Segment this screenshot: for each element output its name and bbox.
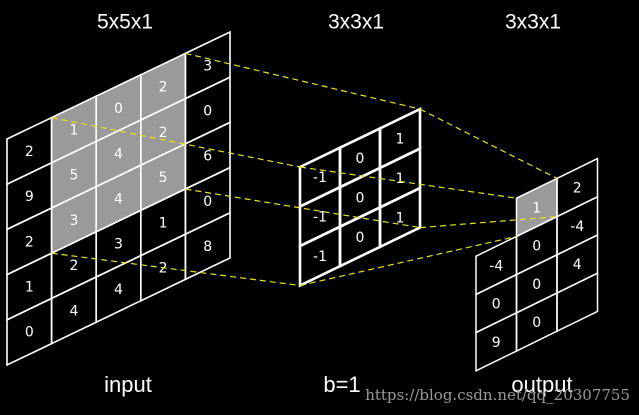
cell-value: 0 bbox=[203, 194, 212, 210]
cell-value: 0 bbox=[492, 297, 501, 313]
cell-value: 3 bbox=[69, 213, 78, 229]
cell-value: 1 bbox=[159, 215, 168, 231]
dashed-connector-line bbox=[185, 188, 421, 229]
cell-value: 9 bbox=[25, 189, 34, 205]
cell-value: -4 bbox=[489, 258, 503, 274]
cell-value: 2 bbox=[25, 144, 34, 160]
kernel-size-title: 3x3x1 bbox=[328, 11, 384, 34]
dashed-connector-line bbox=[419, 108, 558, 179]
cell-value: 1 bbox=[532, 200, 541, 216]
cell-value: -1 bbox=[313, 249, 327, 265]
cell-value: -1 bbox=[313, 170, 327, 186]
cell-value: 1 bbox=[396, 132, 405, 148]
cell-value: 2 bbox=[69, 258, 78, 274]
cell-value: 3 bbox=[203, 58, 212, 74]
dashed-connector-line bbox=[51, 252, 301, 287]
dashed-connector-line bbox=[51, 117, 301, 168]
cell-value: 8 bbox=[203, 239, 212, 255]
cell-value: 0 bbox=[114, 101, 123, 117]
cell-value: 4 bbox=[573, 257, 582, 273]
input-label: input bbox=[104, 372, 152, 397]
dashed-connector-line bbox=[185, 52, 421, 110]
output-highlight-cell bbox=[516, 178, 557, 237]
cell-value: -1 bbox=[313, 210, 327, 226]
cell-value: 5 bbox=[159, 170, 168, 186]
highlight-region bbox=[51, 53, 186, 254]
cell-value: 0 bbox=[356, 151, 365, 167]
output-label: output bbox=[511, 372, 572, 397]
input-grid: 2 1 0 2 3 9 5 4 2 0 2 3 4 5 6 1 2 3 1 0 0 4 4 2 8 bbox=[6, 30, 231, 367]
dashed-connectors bbox=[51, 52, 558, 287]
dashed-connector-line bbox=[299, 235, 517, 287]
cell-value: 1 bbox=[396, 171, 405, 187]
cell-value: 4 bbox=[69, 303, 78, 319]
cell-value: -4 bbox=[570, 219, 584, 235]
cell-value: 4 bbox=[114, 282, 123, 298]
output-size-title: 3x3x1 bbox=[505, 11, 561, 34]
cell-value: 0 bbox=[532, 277, 541, 293]
cell-value: 3 bbox=[114, 237, 123, 253]
cell-value: 0 bbox=[532, 315, 541, 331]
cell-value: 1 bbox=[69, 123, 78, 139]
cell-value: 1 bbox=[25, 280, 34, 296]
cell-value: 0 bbox=[356, 190, 365, 206]
cell-value: 2 bbox=[159, 261, 168, 277]
watermark-text: https://blog.csdn.net/qq_20307755 bbox=[365, 386, 630, 404]
cell-value: 0 bbox=[356, 230, 365, 246]
cell-value: 9 bbox=[492, 335, 501, 351]
cell-value: 4 bbox=[114, 146, 123, 162]
cell-value: 0 bbox=[203, 104, 212, 120]
cell-value: 2 bbox=[159, 80, 168, 96]
input-size-title: 5x5x1 bbox=[97, 11, 153, 34]
cell-value: 1 bbox=[396, 211, 405, 227]
cell-value: 4 bbox=[114, 192, 123, 208]
dashed-connector-line bbox=[299, 166, 517, 199]
kernel-grid: -1 0 1 -1 0 1 -1 0 1 bbox=[298, 107, 422, 288]
cell-value: 2 bbox=[159, 125, 168, 141]
cell-value: 6 bbox=[203, 149, 212, 165]
cell-value: 2 bbox=[25, 234, 34, 250]
cell-value: 5 bbox=[69, 168, 78, 184]
cell-value: 0 bbox=[532, 239, 541, 255]
bias-label: b=1 bbox=[323, 372, 360, 397]
grid-cell bbox=[556, 271, 599, 333]
grid-cell bbox=[184, 211, 231, 281]
cell-value: 2 bbox=[573, 181, 582, 197]
output-grid: 1 2 -4 0 -4 0 0 4 9 0 bbox=[475, 157, 599, 373]
cell-value: 0 bbox=[25, 325, 34, 341]
dashed-connector-line bbox=[419, 216, 558, 229]
